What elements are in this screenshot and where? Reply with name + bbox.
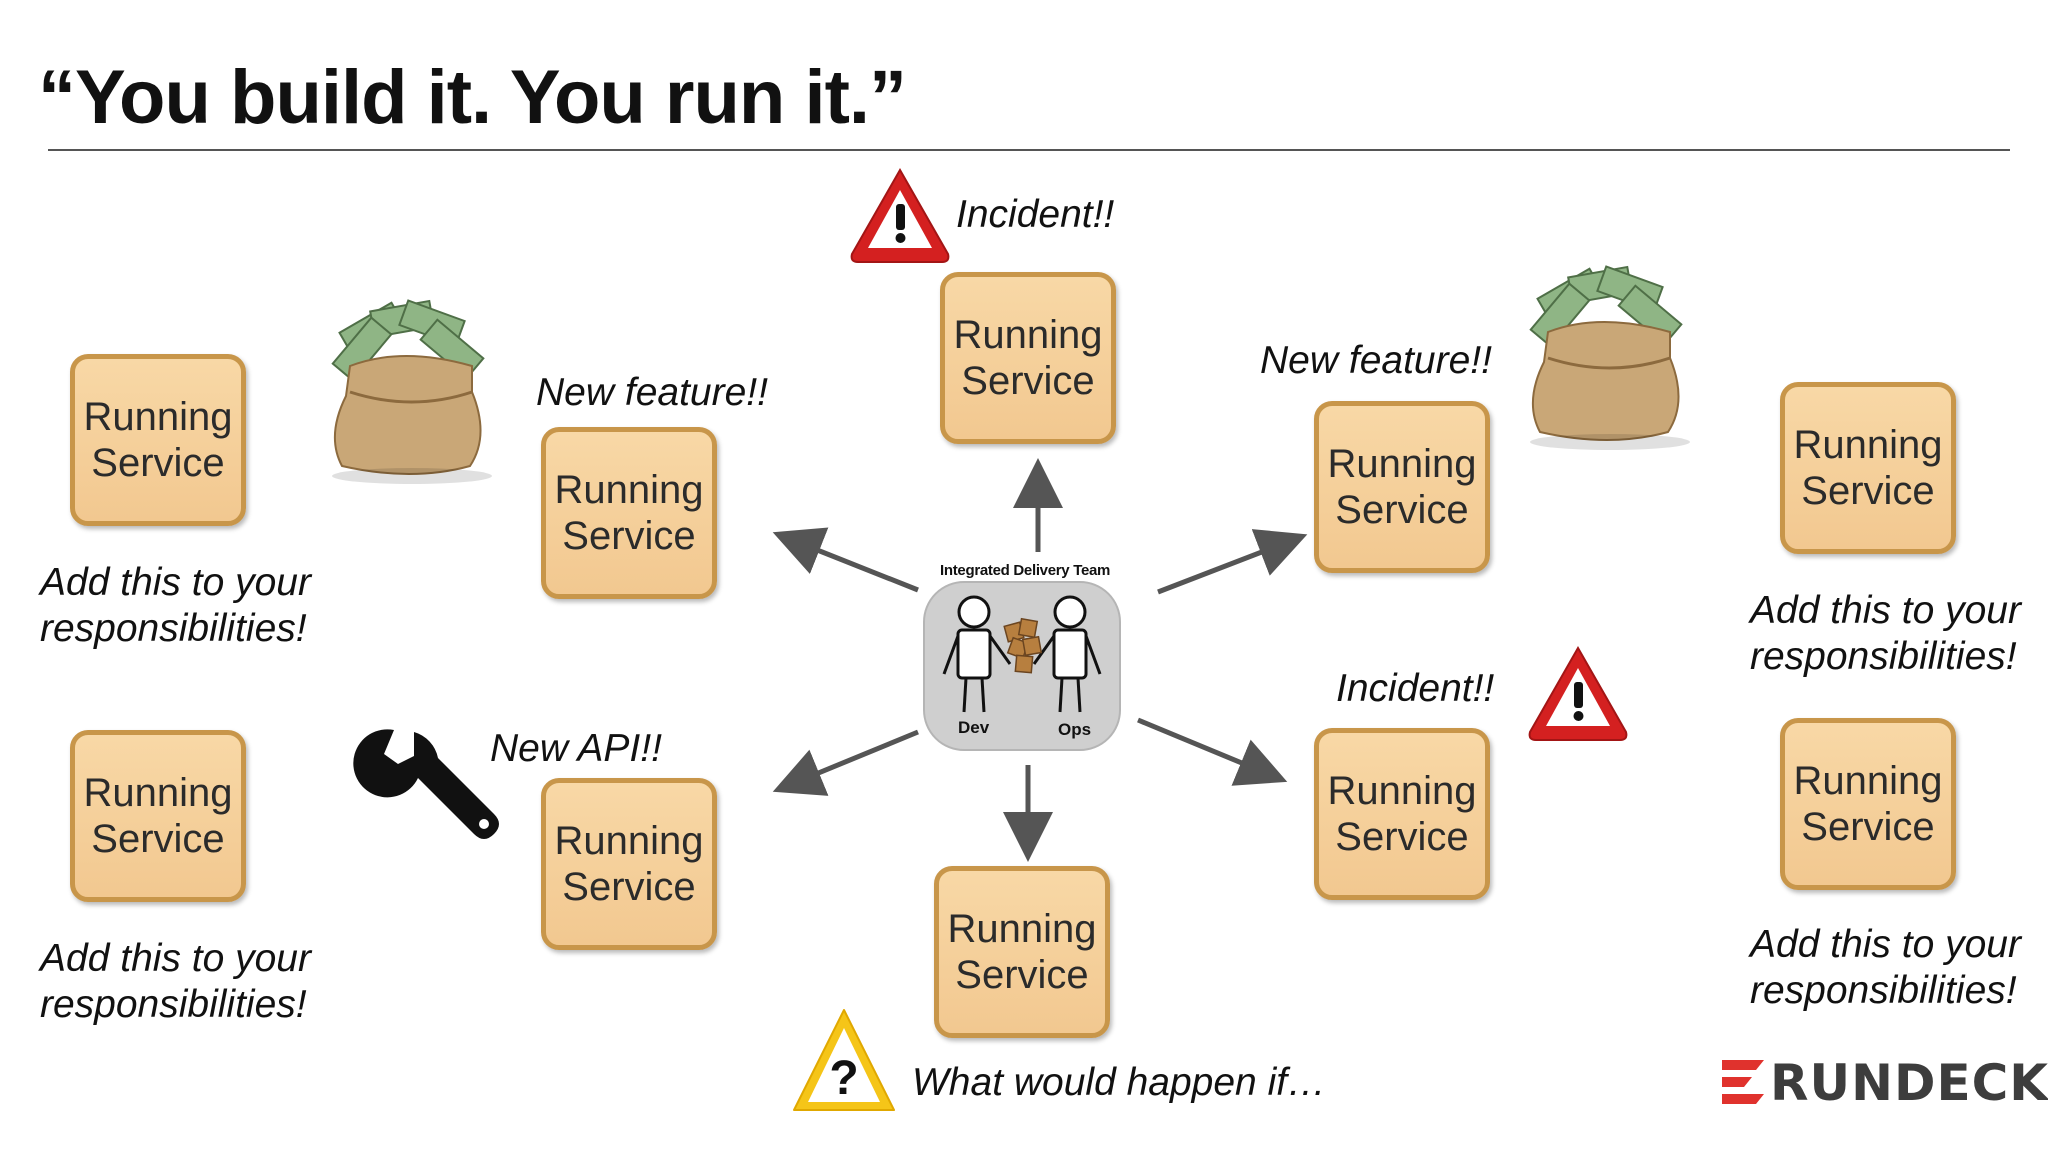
ops-label: Ops	[1058, 720, 1092, 739]
team-graphic	[923, 581, 1121, 751]
warning-icon	[850, 167, 950, 263]
new-api-note: New API!!	[490, 727, 662, 770]
arrow-lower-right	[1137, 717, 1288, 786]
wrench-icon	[353, 729, 499, 839]
incident-note-right: Incident!!	[1336, 667, 1495, 710]
person-icon	[942, 595, 1012, 713]
boxes-icon	[1003, 617, 1043, 674]
person-icon	[1032, 595, 1102, 713]
incident-note-top: Incident!!	[956, 193, 1115, 236]
arrow-upper-left	[772, 527, 919, 593]
rundeck-logo: RUNDECK	[1722, 1054, 2048, 1112]
new-feature-note-left: New feature!!	[536, 371, 768, 414]
money-bag-icon	[331, 299, 492, 484]
slide-title: “You build it. You run it.”	[38, 55, 907, 140]
rundeck-logo-text: RUNDECK	[1770, 1054, 2048, 1112]
svg-text:?: ?	[829, 1052, 858, 1105]
warning-icon	[1528, 645, 1628, 741]
dev-label: Dev	[958, 718, 990, 737]
new-feature-note-right: New feature!!	[1260, 339, 1492, 382]
arrow-lower-left	[772, 729, 919, 796]
arrow-upper-right	[1157, 529, 1308, 595]
team-caption: Integrated Delivery Team	[940, 562, 1111, 579]
title-divider	[48, 149, 2010, 151]
question-warning-icon: ?	[793, 1009, 895, 1111]
what-if-note: What would happen if…	[912, 1061, 1327, 1104]
money-bag-icon	[1529, 265, 1690, 450]
rundeck-logo-icon	[1722, 1060, 1764, 1104]
